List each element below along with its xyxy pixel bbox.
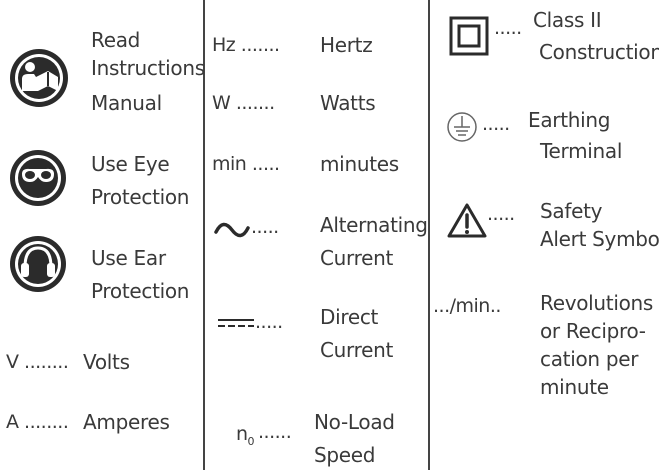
ear-protection-label: Use Ear Protection [91, 246, 190, 303]
no-load-speed-dots: ...... [258, 421, 292, 443]
direct-current-label: Direct Current [320, 305, 394, 362]
ear-protection-icon [10, 236, 66, 292]
read-manual-icon [10, 49, 68, 107]
class-ii-construction-icon [449, 16, 489, 56]
direct-current-icon [218, 319, 254, 327]
class-ii-label: Class II Construction [533, 8, 659, 64]
earthing-dots: ..... [482, 113, 510, 135]
hertz-symbol: Hz ....... [212, 34, 280, 56]
amperes-label: Amperes [83, 410, 170, 434]
alternating-current-label: Alternating Current [320, 213, 428, 270]
revolutions-symbol: .../min.. [433, 295, 501, 317]
eye-protection-icon [10, 150, 66, 206]
revolutions-label: Revolutions or Recipro- cation per minut… [540, 291, 654, 399]
watts-label: Watts [320, 91, 376, 115]
minutes-label: minutes [320, 152, 399, 176]
earthing-terminal-icon [447, 112, 477, 142]
volts-label: Volts [83, 350, 130, 374]
minutes-symbol: min ..... [212, 153, 280, 175]
alternating-current-icon [214, 222, 250, 238]
watts-symbol: W ....... [212, 92, 275, 114]
direct-current-dots: ..... [255, 311, 283, 333]
column-divider-right [428, 0, 430, 470]
earthing-label: Earthing Terminal [528, 108, 623, 163]
column-divider-left [203, 0, 205, 470]
safety-alert-label: Safety Alert Symbol [540, 199, 659, 251]
no-load-speed-label: No-Load Speed [314, 410, 395, 467]
eye-protection-label: Use Eye Protection [91, 152, 190, 209]
safety-alert-icon [447, 203, 487, 238]
hertz-label: Hertz [320, 33, 373, 57]
no-load-speed-symbol: n0 [236, 423, 255, 448]
volts-symbol: V ........ [6, 351, 69, 373]
amperes-symbol: A ........ [6, 411, 69, 433]
alternating-current-dots: ..... [251, 216, 279, 238]
read-manual-label: Read Instructions Manual [91, 28, 205, 115]
class-ii-dots: ..... [494, 17, 522, 39]
safety-alert-dots: ..... [487, 203, 515, 225]
